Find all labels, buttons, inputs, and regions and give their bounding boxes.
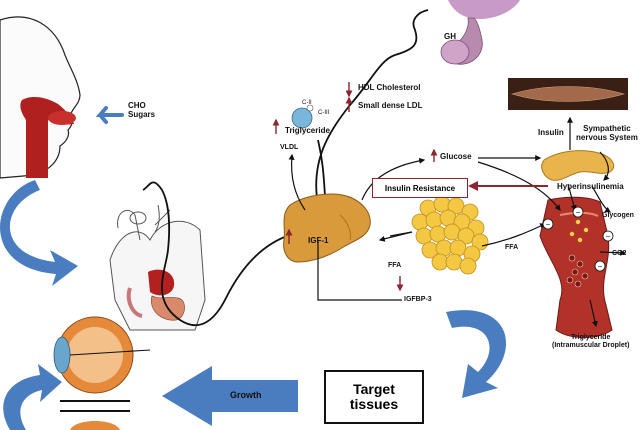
fat-cell <box>449 239 467 257</box>
arrow-liver-fat <box>389 231 413 237</box>
cho-sugars-label: CHO Sugars <box>128 101 156 120</box>
arrow-liver-glucose <box>361 157 426 201</box>
curved-arrow-right <box>446 310 507 398</box>
glucose-label: Glucose <box>440 152 472 161</box>
arrow-vessel-co2 <box>599 249 627 256</box>
pancreas-icon <box>541 150 615 181</box>
minus-circle-4 <box>594 260 606 272</box>
triglyceride-label: Triglyceride <box>285 126 330 135</box>
muscle-fiber-icon <box>508 78 628 110</box>
minus-4: − <box>598 262 603 271</box>
liver-icon <box>283 193 371 263</box>
curved-arrow-bottom-left <box>3 364 62 430</box>
ffa-left-label: FFA <box>388 262 402 269</box>
insulin-resistance-box: Insulin Resistance <box>372 178 468 198</box>
arrow-hyper-glycogen <box>591 185 611 213</box>
fat-cell <box>459 257 477 275</box>
fat-cell <box>443 223 461 241</box>
fat-cell <box>457 227 475 245</box>
fat-cell <box>411 213 429 231</box>
c2-label: C-II <box>302 100 312 106</box>
minus-circle-1 <box>542 218 554 230</box>
arrow-liver-vldl <box>288 153 306 211</box>
head-silhouette <box>0 16 81 179</box>
triglyceride-intramuscular-label: Triglyceride (Intramuscular Droplet) <box>552 334 630 350</box>
fat-cells-icon <box>411 195 489 275</box>
fat-cell <box>433 195 451 213</box>
ffa-right-label: FFA <box>505 244 519 251</box>
growth-label: Growth <box>230 390 262 400</box>
arrow-sym-pancreas <box>599 151 610 181</box>
minus-2: − <box>576 208 581 217</box>
hyperinsulinemia-label: Hyperinsulinemia <box>557 182 624 191</box>
gh-line <box>315 9 429 206</box>
igfbp3-label: IGFBP-3 <box>404 296 432 303</box>
fat-cell <box>415 227 433 245</box>
fat-cell <box>425 211 443 229</box>
small-dense-ldl-label: Small dense LDL <box>358 101 423 110</box>
gh-label: GH <box>444 32 456 41</box>
fat-cell <box>445 253 463 271</box>
hdl-label: HDL Cholesterol <box>358 83 421 92</box>
minus-circle-2 <box>572 206 584 218</box>
igf1-label: IGF-1 <box>308 236 329 245</box>
digestive-system-icon <box>126 269 185 321</box>
arrow-fat-vessel <box>481 223 547 247</box>
sympathetic-label: Sympathetic nervous System <box>576 124 638 143</box>
c3-label: C-III <box>318 110 330 116</box>
minus-1: − <box>546 220 551 229</box>
co2-label: CO2 <box>612 250 627 257</box>
minus-circle-3 <box>602 230 614 242</box>
target-tissues-box: Target tissues <box>324 370 424 424</box>
pituitary-icon <box>440 0 520 65</box>
cho-arrow <box>95 106 124 124</box>
vldl-label: VLDL <box>280 144 299 151</box>
growth-arrow <box>162 366 298 426</box>
arrow-vessel-tri <box>589 299 598 328</box>
arrow-hyper-vessel <box>567 183 577 212</box>
lipoprotein-icon <box>291 104 314 129</box>
eye-icon <box>53 316 151 394</box>
curved-arrow-left <box>0 180 79 286</box>
fat-cell <box>429 225 447 243</box>
fat-cell <box>447 197 465 215</box>
glycogen-label: Glycogen <box>602 212 634 219</box>
minus-3: − <box>606 232 611 241</box>
arrow-glucose-vessel <box>477 161 561 211</box>
fat-cell <box>439 209 457 227</box>
insulin-label: Insulin <box>538 128 564 137</box>
line-igfbp3 <box>317 240 402 301</box>
